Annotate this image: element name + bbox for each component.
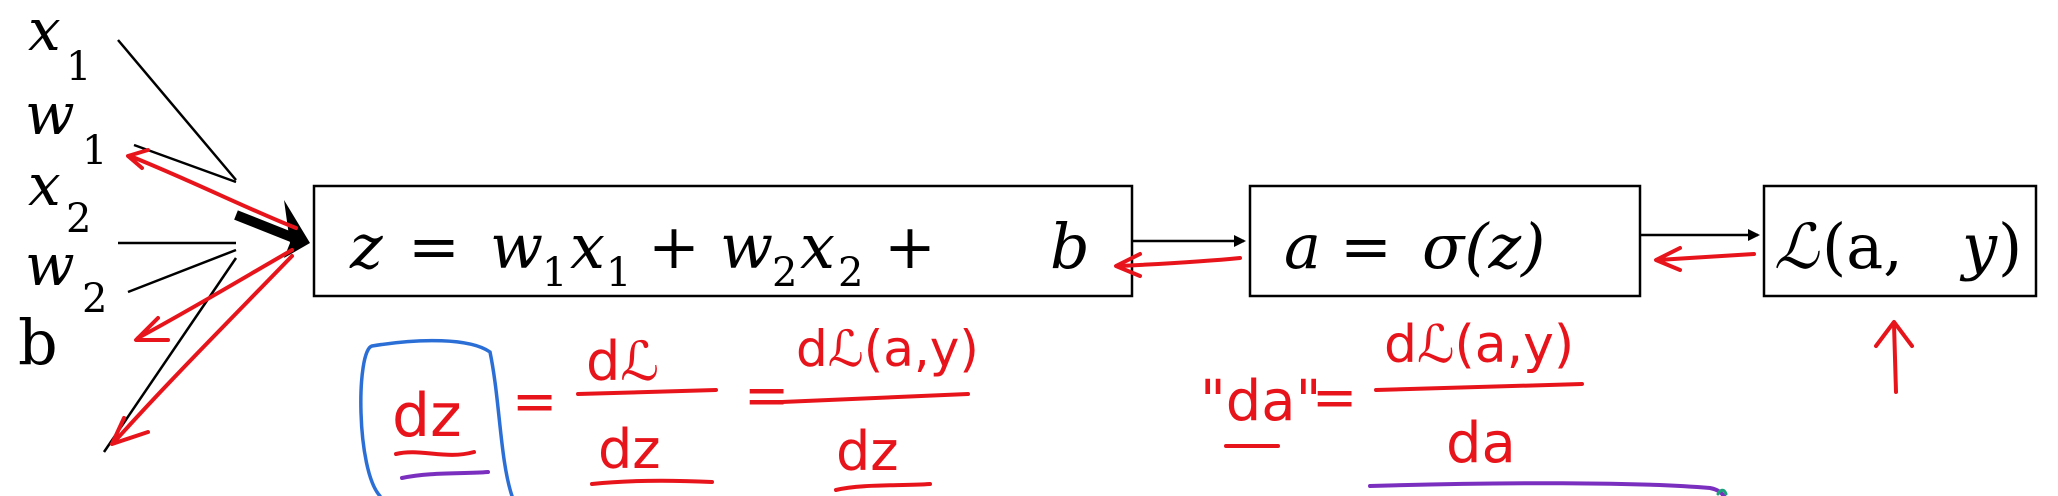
input-x2-label: x 2: [28, 151, 91, 242]
dz-frac1-den: dz: [598, 418, 661, 481]
a-sigma-z: σ(z): [1422, 210, 1545, 283]
dz-purple-underline: [400, 470, 490, 480]
backprop-to-w1-head: [126, 148, 150, 170]
da-frac-num: dℒ(a,y): [1384, 315, 1574, 375]
da-green-tick: [1716, 488, 1728, 496]
loss-script-L: ℒ: [1774, 210, 1820, 283]
backprop-a-to-z: [1118, 256, 1242, 268]
z-b: b: [1050, 210, 1090, 283]
da-annotation: "da" = dℒ(a,y) da: [1200, 315, 1728, 496]
dz-frac1-den-underline: [590, 478, 714, 486]
edge-bundle: [234, 210, 306, 247]
z-x2-sub: 2: [838, 250, 863, 296]
a-equals: =: [1340, 210, 1392, 283]
w2-symbol: w: [25, 231, 75, 299]
input-b-label: b: [18, 306, 58, 379]
w1-symbol: w: [25, 80, 75, 148]
dz-annotation: dz = dℒ dz = dℒ(a,y) dz: [359, 320, 979, 496]
dz-frac1-num: dℒ: [586, 330, 659, 393]
z-w2-sub: 2: [772, 250, 797, 296]
da-purple-underline: [1368, 481, 1726, 496]
x1-subscript: 1: [66, 44, 91, 90]
dz-equals-1: =: [512, 370, 557, 433]
z-x2: x: [800, 210, 835, 283]
z-x1: x: [570, 210, 605, 283]
dz-frac2-bar: [780, 392, 970, 404]
z-equation: z = w 1 x 1 + w 2 x 2 + b: [349, 210, 1090, 296]
z-node-box: [312, 184, 1134, 298]
dz-frac1-bar: [576, 388, 718, 396]
edge-b: [102, 257, 238, 453]
backprop-to-w2-head: [134, 316, 170, 342]
backprop-to-w1: [128, 154, 298, 230]
input-w2-label: w 2: [25, 231, 107, 322]
backprop-loss-to-a-head: [1654, 246, 1682, 272]
da-equals: =: [1312, 366, 1357, 429]
backprop-a-to-z-head: [1114, 252, 1142, 278]
input-w1-label: w 1: [25, 80, 107, 174]
loss-up-arrow: [1892, 322, 1898, 394]
dz-highlight-box: [359, 338, 514, 496]
dz-frac2-den-underline: [834, 482, 932, 492]
a-node-box: [1248, 184, 1642, 298]
w1-subscript: 1: [82, 128, 107, 174]
z-equals: =: [408, 210, 460, 283]
backprop-loss-to-a: [1656, 252, 1756, 262]
da-label: "da": [1200, 369, 1321, 434]
a-var: a: [1284, 210, 1321, 283]
dz-equals-2: =: [744, 364, 789, 427]
loss-node-box: [1762, 184, 2038, 298]
loss-y: y: [1959, 210, 1998, 283]
z-plus-1: +: [648, 210, 700, 283]
input-x1-label: x 1: [28, 0, 91, 90]
x2-symbol: x: [28, 151, 61, 219]
loss-close-paren: ): [1998, 210, 2022, 283]
z-x1-sub: 1: [606, 250, 631, 296]
da-frac-bar: [1374, 382, 1584, 392]
dz-frac2-num: dℒ(a,y): [796, 320, 979, 378]
z-w1-sub: 1: [542, 250, 567, 296]
backprop-to-b: [114, 254, 294, 442]
z-plus-2: +: [884, 210, 936, 283]
backprop-ink: [110, 148, 1914, 446]
edge-x1: [117, 39, 237, 181]
dz-frac2-den: dz: [836, 420, 899, 483]
x1-symbol: x: [28, 0, 61, 64]
backprop-to-w2: [136, 248, 294, 340]
loss-up-arrow-head: [1874, 320, 1914, 348]
edge-w1: [133, 143, 237, 184]
edge-w2: [127, 248, 237, 294]
z-w1: w: [490, 210, 543, 283]
da-frac-den: da: [1446, 411, 1516, 476]
backprop-to-b-head: [110, 416, 150, 446]
a-equation: a = σ(z): [1284, 210, 1545, 283]
loss-args: (a,: [1822, 210, 1903, 283]
z-w2: w: [720, 210, 773, 283]
dz-label: dz: [392, 381, 462, 451]
loss-equation: ℒ (a, y ): [1774, 210, 2022, 283]
dz-underline: [394, 450, 476, 457]
input-edges: [102, 39, 238, 453]
w2-subscript: 2: [82, 276, 107, 322]
x2-subscript: 2: [66, 196, 91, 242]
z-var: z: [349, 210, 383, 283]
